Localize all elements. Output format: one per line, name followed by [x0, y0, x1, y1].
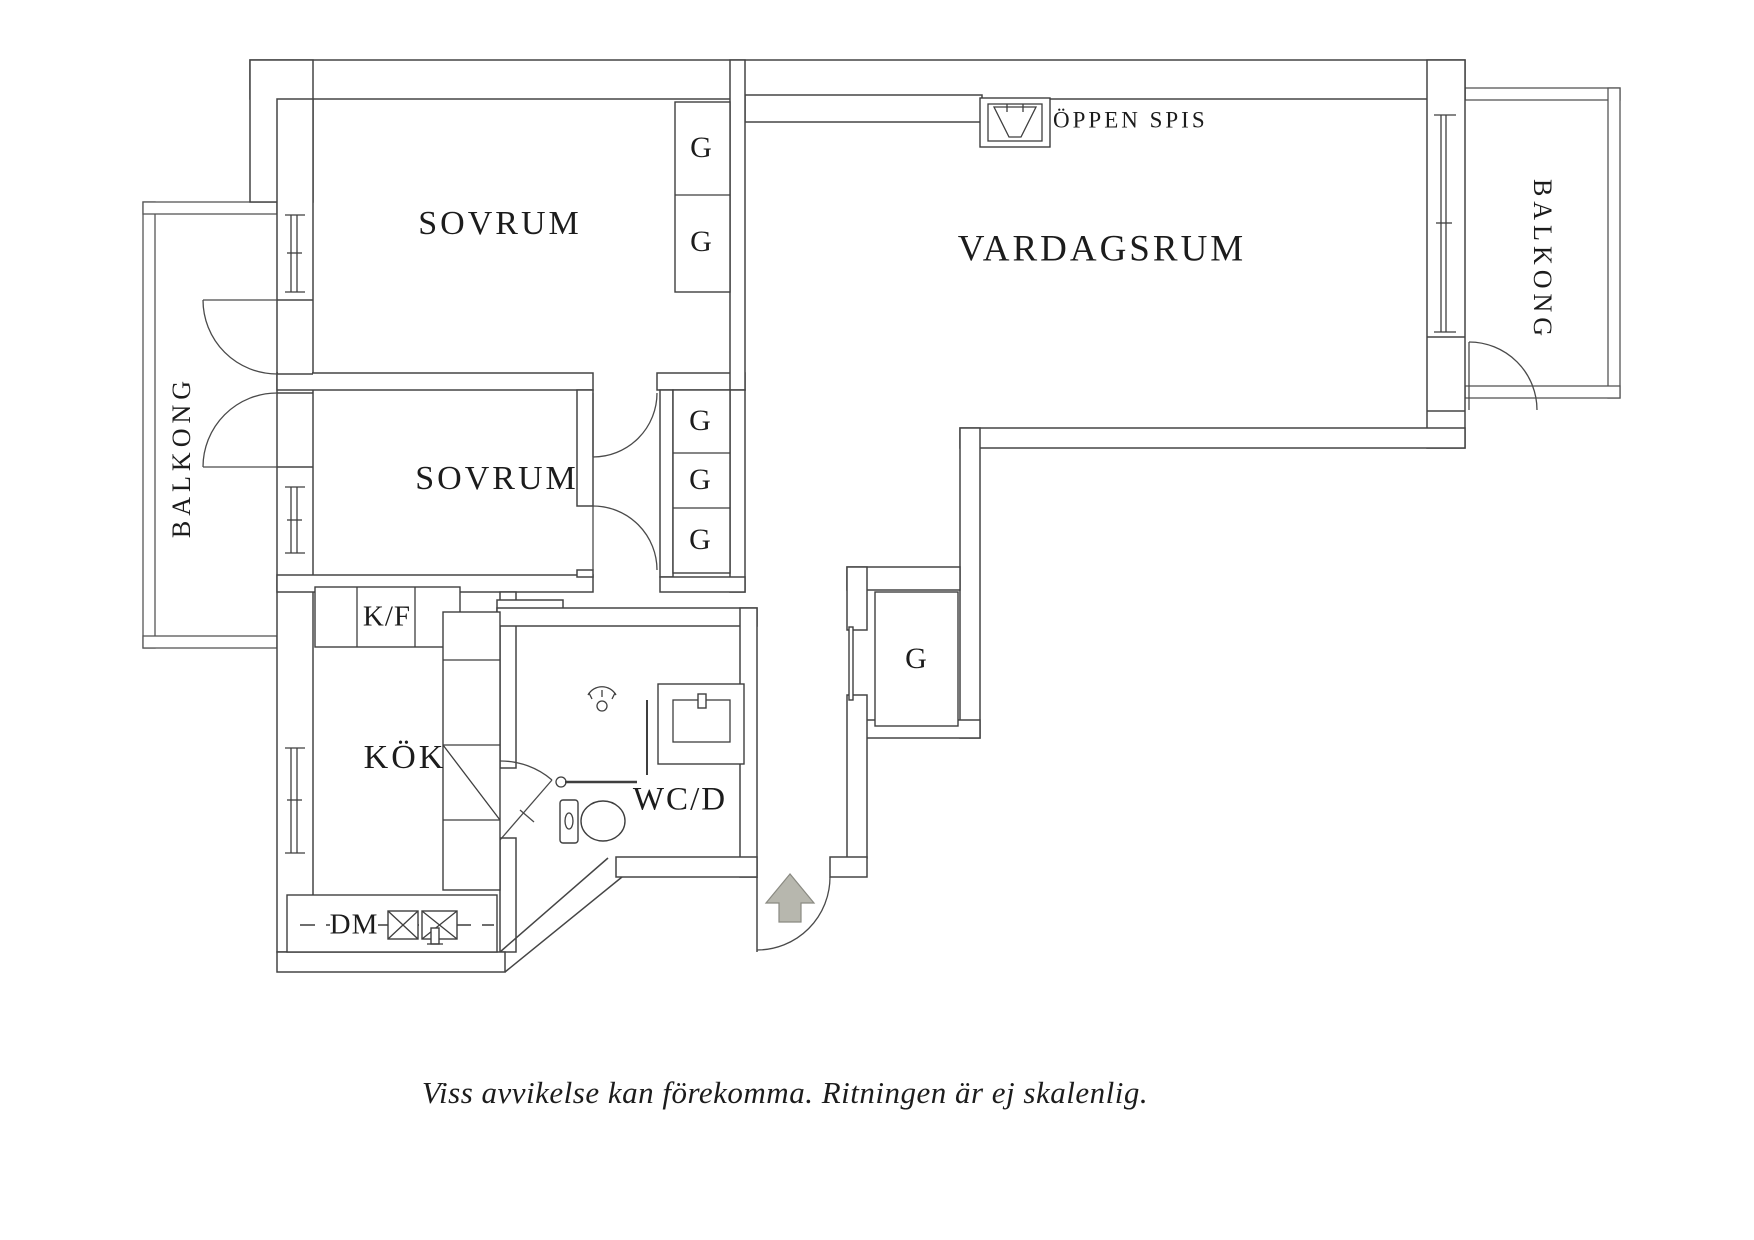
- room-label-bedroom1: SOVRUM: [418, 205, 581, 242]
- toilet-icon: [559, 799, 626, 844]
- fireplace-icon: [979, 97, 1051, 148]
- closet-label: G: [905, 642, 927, 675]
- kitchen-cabinet-column: [442, 611, 501, 891]
- entry-arrow-icon: [764, 873, 816, 923]
- fridge-freezer-label: K/F: [363, 601, 411, 633]
- room-label-balcony-right: BALKONG: [1528, 179, 1557, 341]
- closet-hallway: G: [874, 591, 959, 727]
- window-icon: [280, 114, 1460, 854]
- room-label-living-room: VARDAGSRUM: [958, 228, 1246, 269]
- room-label-balcony-left: BALKONG: [167, 376, 196, 538]
- door-arc-icon: [202, 299, 1538, 951]
- shower-screen: [555, 700, 648, 788]
- kitchen-counter: DM: [286, 894, 498, 953]
- room-label-kitchen: KÖK: [364, 739, 447, 776]
- disclaimer-caption: Viss avvikelse kan förekomma. Ritningen …: [422, 1075, 1148, 1110]
- room-label-bathroom: WC/D: [633, 782, 727, 818]
- fridge-freezer-cabinet: K/F: [314, 586, 461, 648]
- shower-icon: [587, 686, 617, 712]
- room-label-bedroom2: SOVRUM: [415, 460, 578, 497]
- closet-label: G: [689, 523, 711, 556]
- fireplace-label: ÖPPEN SPIS: [1053, 107, 1208, 132]
- washbasin-icon: [657, 683, 745, 765]
- balcony-left-structure: [142, 201, 278, 649]
- walls: [249, 59, 1466, 973]
- wall-openings: [277, 299, 1465, 468]
- closet-label: G: [690, 131, 712, 164]
- closet-label: G: [690, 225, 712, 258]
- closet-label: G: [689, 404, 711, 437]
- closet-bedroom1: G G: [674, 101, 731, 293]
- kitchen-sink-icon: [387, 910, 458, 945]
- closet-bedroom2: G G G: [672, 389, 731, 574]
- closet-label: G: [689, 463, 711, 496]
- balcony-right-structure: [1464, 87, 1621, 399]
- dishwasher-label: DM: [330, 909, 379, 941]
